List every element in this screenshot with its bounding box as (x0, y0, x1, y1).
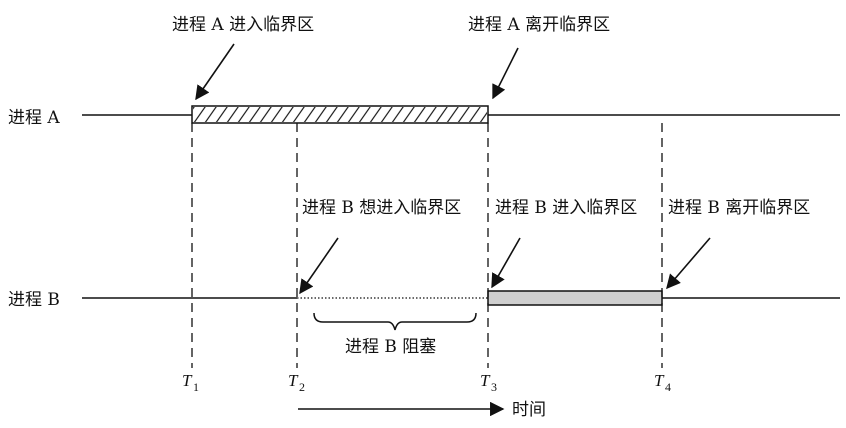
t3-label: T 3 (480, 371, 497, 394)
a-leave-annotation: 进程 A 离开临界区 (468, 15, 610, 35)
process-a-label: 进程 A (8, 108, 60, 128)
blocked-brace (313, 312, 477, 331)
b-leave-arrow (666, 237, 711, 290)
svg-text:T: T (480, 371, 491, 390)
svg-text:2: 2 (299, 380, 305, 394)
process-b-critical-section (487, 290, 663, 306)
svg-text:T: T (288, 371, 299, 390)
process-b-label: 进程 B (8, 290, 60, 310)
svg-text:T: T (182, 371, 193, 390)
a-enter-annotation: 进程 A 进入临界区 (172, 15, 314, 35)
svg-text:1: 1 (193, 380, 199, 394)
t1-label: T 1 (182, 371, 199, 394)
b-blocked-label: 进程 B 阻塞 (345, 337, 436, 357)
b-want-arrow (299, 237, 339, 295)
b-want-annotation: 进程 B 想进入临界区 (302, 198, 461, 218)
svg-text:4: 4 (665, 380, 671, 394)
a-enter-arrow (195, 43, 235, 101)
b-leave-annotation: 进程 B 离开临界区 (668, 198, 810, 218)
b-enter-arrow (491, 237, 521, 289)
time-axis-label: 时间 (512, 400, 546, 420)
svg-text:3: 3 (491, 380, 497, 394)
b-enter-annotation: 进程 B 进入临界区 (495, 198, 637, 218)
process-a-critical-hatch (193, 107, 487, 122)
svg-text:T: T (654, 371, 665, 390)
t4-label: T 4 (654, 371, 671, 394)
a-leave-arrow (492, 47, 519, 100)
t2-label: T 2 (288, 371, 305, 394)
